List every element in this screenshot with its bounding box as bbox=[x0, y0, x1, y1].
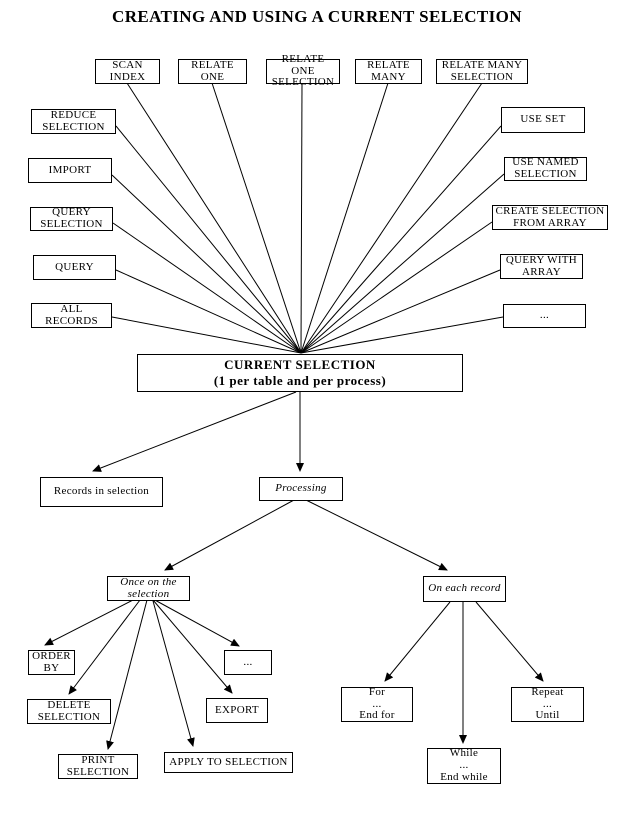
node-apply-to-selection: APPLY TO SELECTION bbox=[164, 752, 293, 773]
node-processing: Processing bbox=[259, 477, 343, 501]
node-more-sources: ... bbox=[503, 304, 586, 328]
node-query-with-array: QUERY WITH ARRAY bbox=[500, 254, 583, 279]
node-use-set: USE SET bbox=[501, 107, 585, 133]
node-scan-index: SCAN INDEX bbox=[95, 59, 160, 84]
node-relate-many-selection: RELATE MANY SELECTION bbox=[436, 59, 528, 84]
diagram-title: CREATING AND USING A CURRENT SELECTION bbox=[112, 7, 522, 26]
node-export: EXPORT bbox=[206, 698, 268, 723]
node-relate-many: RELATE MANY bbox=[355, 59, 422, 84]
node-delete-selection: DELETE SELECTION bbox=[27, 699, 111, 724]
node-relate-one: RELATE ONE bbox=[178, 59, 247, 84]
node-current-selection: CURRENT SELECTION (1 per table and per p… bbox=[137, 354, 463, 392]
node-relate-one-selection: RELATE ONE SELECTION bbox=[266, 53, 340, 88]
node-use-named-selection: USE NAMED SELECTION bbox=[504, 156, 587, 181]
node-create-selection-from-array: CREATE SELECTION FROM ARRAY bbox=[492, 205, 608, 230]
converging-lines bbox=[111, 82, 505, 354]
node-import: IMPORT bbox=[28, 158, 112, 183]
node-more-once-ops: ... bbox=[224, 650, 272, 675]
node-all-records: ALL RECORDS bbox=[31, 303, 112, 328]
node-order-by: ORDER BY bbox=[28, 650, 75, 675]
node-once-on-selection: Once on the selection bbox=[107, 576, 190, 601]
node-on-each-record: On each record bbox=[423, 576, 506, 602]
node-print-selection: PRINT SELECTION bbox=[58, 754, 138, 779]
node-query-selection: QUERY SELECTION bbox=[30, 206, 113, 231]
arrow-lines bbox=[44, 391, 544, 750]
node-for-loop: For ... End for bbox=[341, 686, 413, 722]
node-records-in-selection: Records in selection bbox=[40, 477, 163, 507]
node-query: QUERY bbox=[33, 255, 116, 280]
node-while-loop: While ... End while bbox=[427, 747, 501, 784]
node-repeat-loop: Repeat ... Until bbox=[511, 686, 584, 722]
node-reduce-selection: REDUCE SELECTION bbox=[31, 109, 116, 134]
